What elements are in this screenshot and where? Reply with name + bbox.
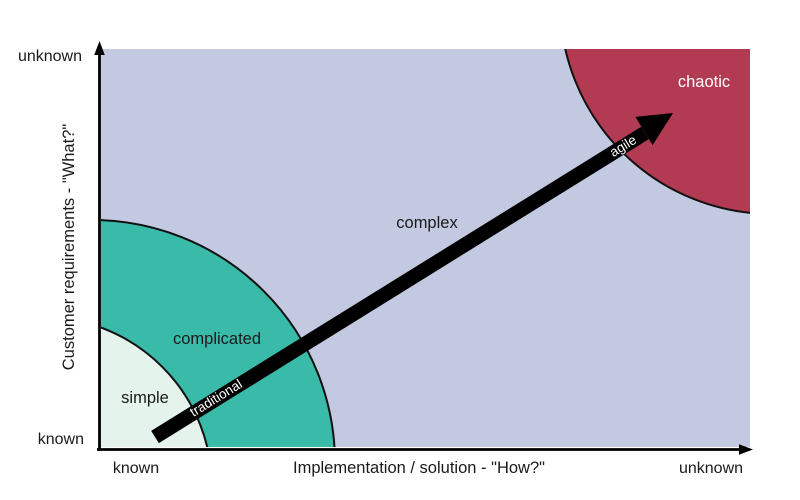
complicated-label: complicated: [173, 330, 261, 348]
x-axis: known unknown Implementation / solution …: [97, 444, 753, 477]
x-axis-arrowhead-icon: [739, 444, 753, 455]
x-axis-title: Implementation / solution - "How?": [293, 459, 545, 477]
chaotic-label: chaotic: [678, 73, 730, 91]
x-tick-right: unknown: [679, 460, 743, 477]
x-tick-left: known: [113, 460, 159, 477]
trend-arrow-shaft: [151, 126, 649, 444]
y-tick-top: unknown: [18, 48, 82, 65]
y-axis-title: Customer requirements - "What?": [60, 124, 78, 371]
y-axis: unknown known Customer requirements - "W…: [18, 41, 105, 451]
trend-arrow-head-icon: [635, 113, 673, 146]
simple-label: simple: [121, 389, 169, 407]
complex-label: complex: [396, 214, 458, 232]
y-tick-bottom: known: [38, 431, 84, 448]
y-axis-arrowhead-icon: [94, 41, 105, 55]
